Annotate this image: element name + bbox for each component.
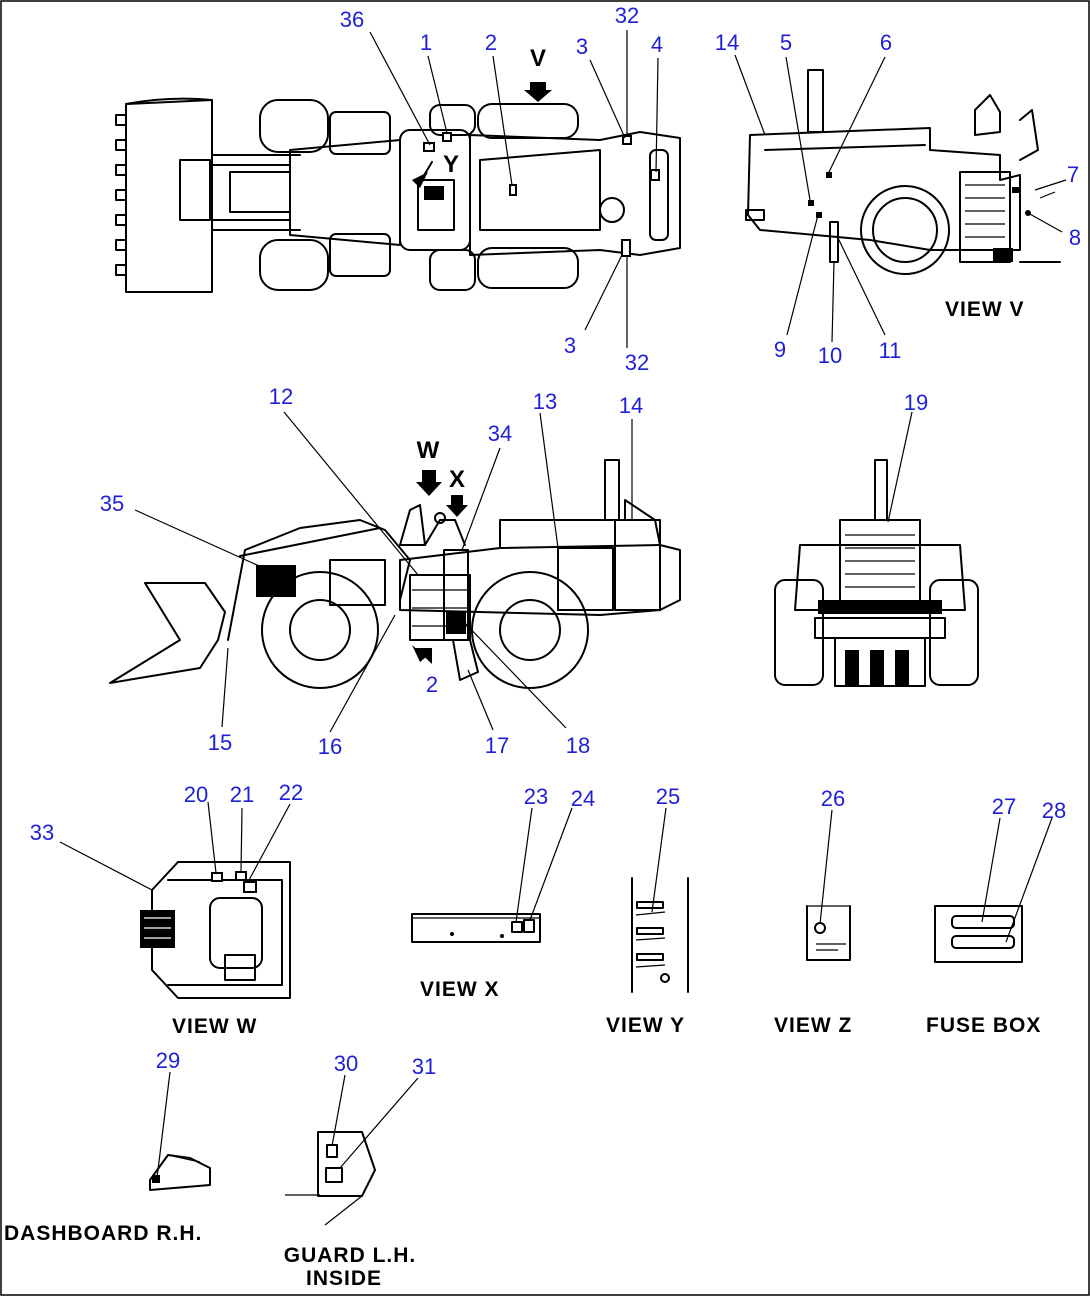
guard-leaders	[324, 1074, 419, 1226]
callout-2-top: 2	[485, 30, 497, 55]
callout-2-side: 2	[426, 672, 438, 697]
callout-22: 22	[279, 780, 303, 805]
callout-14-view-v: 14	[715, 30, 739, 55]
view-z-leaders	[819, 809, 833, 925]
view-v-leaders	[734, 54, 1067, 343]
view-v-letter: V	[530, 45, 546, 72]
callout-36: 36	[340, 7, 364, 32]
callout-31: 31	[412, 1054, 436, 1079]
callout-7: 7	[1067, 162, 1079, 187]
callout-1: 1	[420, 30, 432, 55]
callout-3-bottom: 3	[564, 333, 576, 358]
top-view-drawing	[115, 97, 681, 293]
view-z-drawing	[806, 905, 851, 961]
callout-4: 4	[651, 32, 663, 57]
caption-guard-line1: GUARD L.H.	[284, 1244, 417, 1267]
caption-view-z: VIEW Z	[774, 1014, 852, 1037]
caption-view-x: VIEW X	[420, 978, 500, 1001]
caption-dashboard: DASHBOARD R.H.	[4, 1222, 202, 1245]
callout-18: 18	[566, 733, 590, 758]
callout-29: 29	[156, 1048, 180, 1073]
view-w-drawing	[140, 861, 291, 999]
callout-19: 19	[904, 390, 928, 415]
caption-view-y: VIEW Y	[606, 1014, 685, 1037]
caption-fuse-box: FUSE BOX	[926, 1014, 1041, 1037]
rear-view-drawing	[774, 459, 979, 687]
view-w-letter: W	[417, 437, 440, 464]
view-x-leaders	[515, 807, 573, 923]
side-view-leaders	[134, 411, 633, 733]
callout-32-top: 32	[615, 3, 639, 28]
callout-10: 10	[818, 343, 842, 368]
top-view-leaders	[369, 30, 659, 348]
callout-5: 5	[780, 30, 792, 55]
callout-28: 28	[1042, 798, 1066, 823]
view-y-leaders	[651, 807, 667, 913]
dashboard-leaders	[156, 1071, 171, 1179]
callout-12: 12	[269, 384, 293, 409]
callout-25: 25	[656, 784, 680, 809]
view-y-letter: Y	[443, 151, 459, 178]
callout-24: 24	[571, 786, 595, 811]
view-v-arrow	[524, 82, 552, 102]
callout-16: 16	[318, 734, 342, 759]
callout-8: 8	[1069, 225, 1081, 250]
callout-32-bottom: 32	[625, 350, 649, 375]
callout-13: 13	[533, 389, 557, 414]
callout-26: 26	[821, 786, 845, 811]
callout-23: 23	[524, 784, 548, 809]
callout-3-top: 3	[576, 34, 588, 59]
view-w-leaders	[59, 801, 291, 891]
caption-view-v: VIEW V	[945, 298, 1025, 321]
callout-17: 17	[485, 733, 509, 758]
guard-drawing	[285, 1131, 376, 1197]
callout-6: 6	[880, 30, 892, 55]
callout-15: 15	[208, 730, 232, 755]
view-x-letter: X	[449, 466, 465, 493]
view-y-drawing	[631, 877, 689, 993]
callout-9: 9	[774, 337, 786, 362]
dashboard-drawing	[149, 1154, 211, 1191]
side-view-drawing	[109, 459, 681, 689]
callout-21: 21	[230, 782, 254, 807]
fuse-box-leaders	[981, 817, 1053, 943]
view-x-arrow	[446, 495, 468, 517]
view-w-arrow	[416, 470, 442, 496]
callout-14-side: 14	[619, 393, 643, 418]
callout-30: 30	[334, 1051, 358, 1076]
callout-34: 34	[488, 421, 512, 446]
callout-11: 11	[879, 338, 902, 363]
rear-view-leaders	[887, 411, 913, 523]
caption-view-w: VIEW W	[172, 1015, 257, 1038]
caption-guard-line2: INSIDE	[306, 1267, 382, 1290]
callout-20: 20	[184, 782, 208, 807]
callout-33: 33	[30, 820, 54, 845]
view-x-drawing	[411, 913, 541, 943]
callout-27: 27	[992, 794, 1016, 819]
callout-35: 35	[100, 491, 124, 516]
